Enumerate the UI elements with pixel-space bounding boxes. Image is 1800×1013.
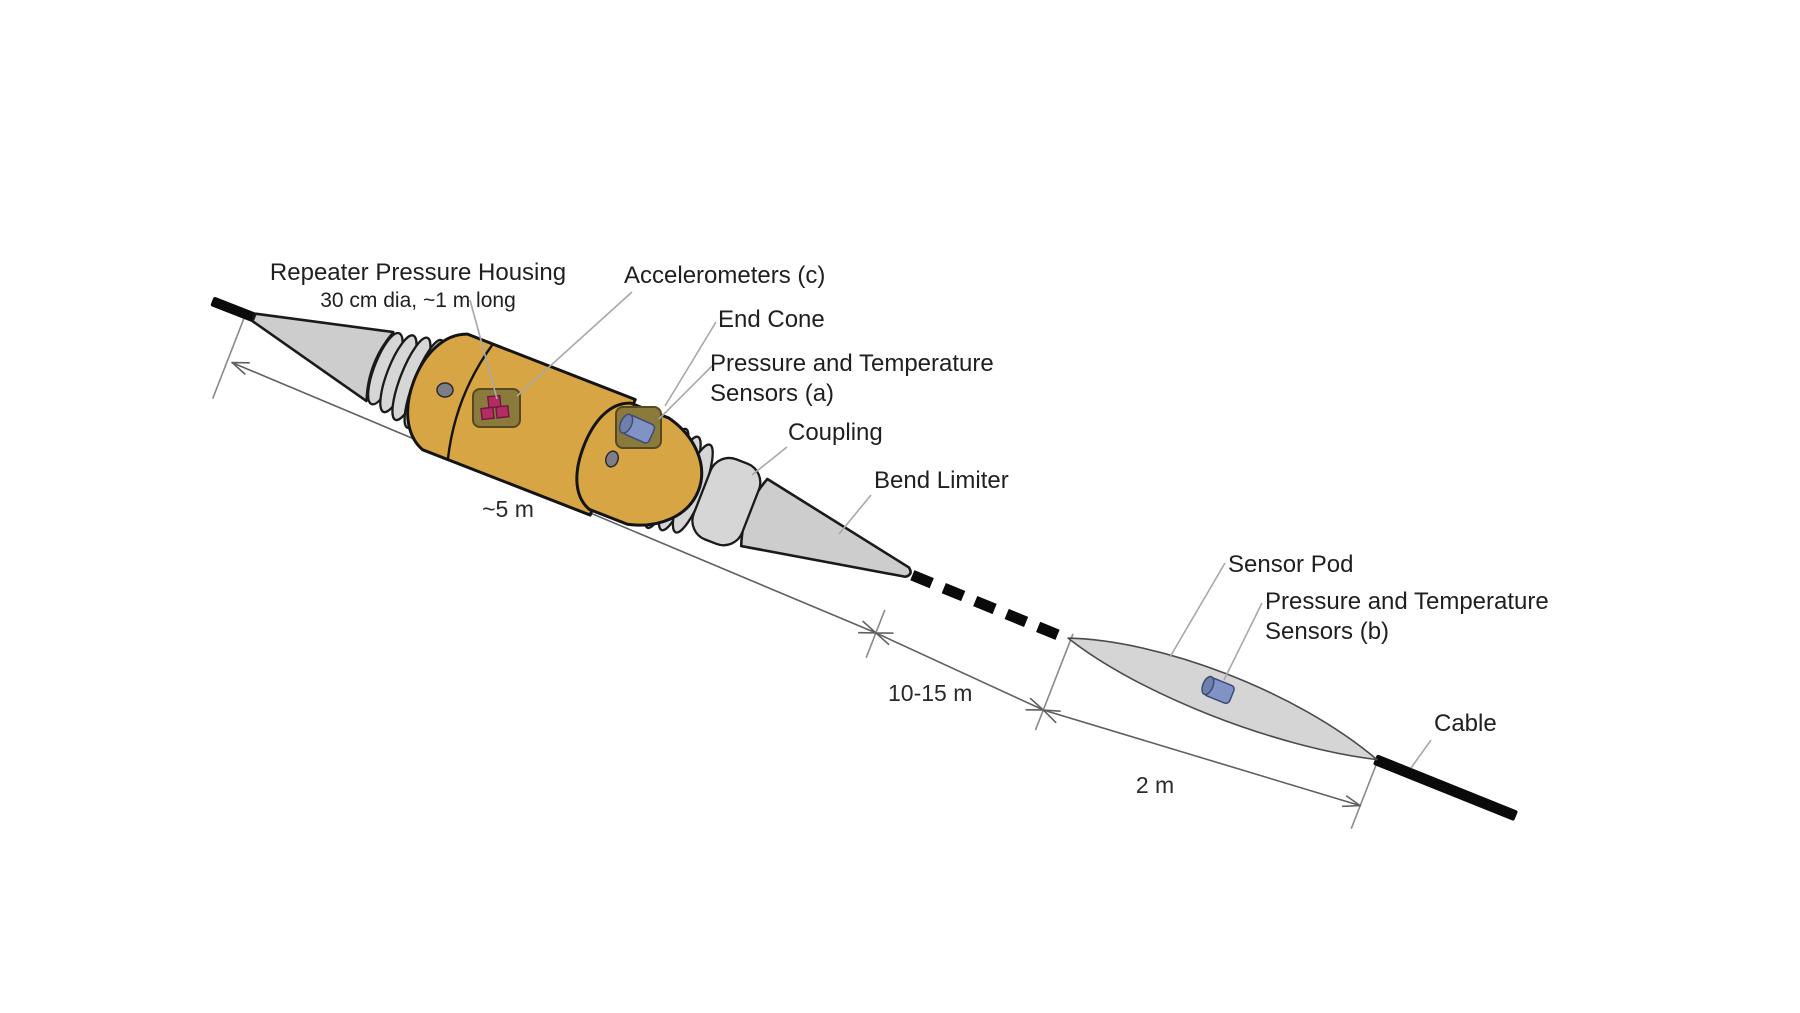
leader-end-cone — [664, 321, 717, 407]
label-repeater-housing-line1: Repeater Pressure Housing — [269, 259, 567, 286]
leader-repeater-housing — [469, 299, 498, 400]
dimension-arrowheads — [231, 361, 1362, 808]
pt-sensor-b-device — [1201, 675, 1235, 705]
leader-accelerometers — [516, 291, 633, 397]
label-end-cone: End Cone — [718, 306, 825, 333]
left-cable — [210, 297, 258, 323]
label-coupling: Coupling — [788, 419, 883, 446]
right-cable — [1373, 754, 1518, 821]
label-pt-sensors-b-line1: Pressure and Temperature — [1265, 588, 1549, 615]
housing-bolt-left — [436, 382, 454, 398]
leader-pt-sensors-a — [658, 365, 713, 420]
dimension-lines — [212, 315, 1381, 829]
housing-bolt-right — [605, 450, 619, 468]
label-sensor-pod: Sensor Pod — [1228, 551, 1354, 578]
label-pt-sensors-a-line2: Sensors (a) — [710, 380, 835, 407]
pt-sensor-a-device — [618, 413, 656, 444]
label-pt-sensors-a-line1: Pressure and Temperature — [710, 350, 994, 377]
leader-cable — [1410, 739, 1432, 769]
accelerometer-device — [480, 394, 510, 421]
bend-limiter-left-ring-arc — [365, 331, 394, 401]
dimension-label-10-15m: 10-15 m — [888, 680, 973, 706]
dashed-cable — [910, 570, 1070, 645]
leader-coupling — [751, 446, 788, 476]
leader-pt-sensors-b — [1223, 602, 1263, 681]
label-bend-limiter: Bend Limiter — [874, 467, 1009, 494]
label-repeater-pressure-housing: Repeater Pressure Housing 30 cm dia, ~1 … — [250, 258, 586, 314]
label-accelerometers: Accelerometers (c) — [624, 262, 826, 289]
leader-sensor-pod — [1169, 562, 1226, 658]
label-pt-sensors-a: Pressure and Temperature Sensors (a) — [710, 349, 994, 409]
housing-left-seam-arc — [446, 344, 494, 459]
label-repeater-housing-line2: 30 cm dia, ~1 m long — [320, 289, 516, 312]
dimension-extension-ticks — [212, 315, 1381, 829]
label-pt-sensors-b: Pressure and Temperature Sensors (b) — [1265, 587, 1549, 647]
dimension-label-5m: ~5 m — [482, 496, 534, 522]
label-cable: Cable — [1434, 710, 1497, 737]
bend-limiter-right-shape — [739, 477, 912, 579]
leader-lines — [469, 291, 1432, 769]
repeater-housing-end-cone-section — [575, 401, 704, 527]
coupling-collar — [691, 456, 762, 547]
dimension-label-2m: 2 m — [1135, 772, 1175, 798]
leader-bend-limiter — [838, 494, 872, 535]
label-pt-sensors-b-line2: Sensors (b) — [1265, 618, 1390, 645]
